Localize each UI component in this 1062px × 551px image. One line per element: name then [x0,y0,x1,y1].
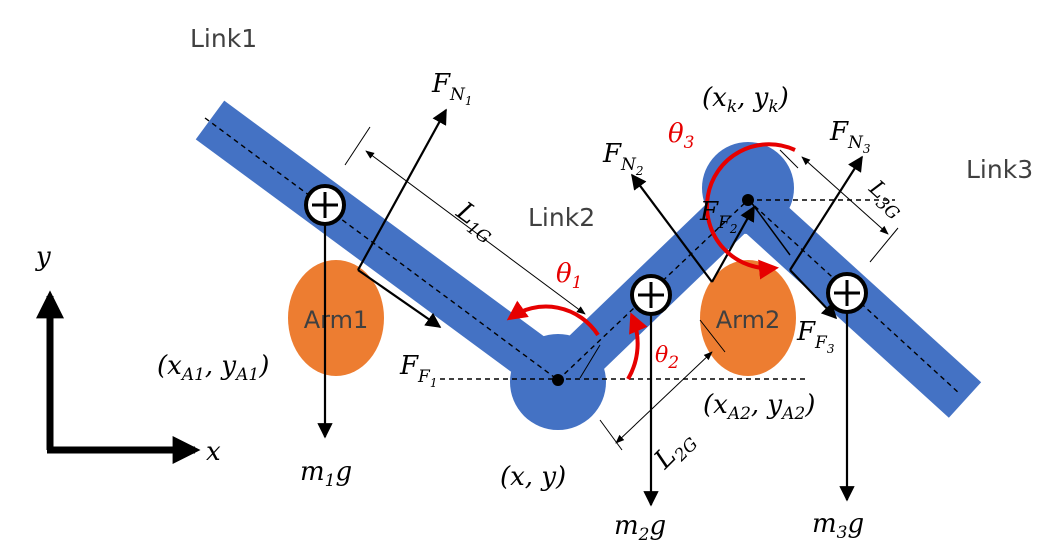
theta3-arc [705,142,796,280]
theta1-label: θ1 [556,259,582,293]
arm1-point-label: (xA1, yA1) [157,351,269,385]
arm2-point-label: (xA2, yA2) [703,390,815,424]
fn2-label: FN2 [602,139,644,178]
l3g-dimension [801,156,889,235]
fn1-label: FN1 [431,69,473,108]
force-vectors [317,108,863,507]
link3-label: Link3 [966,155,1033,184]
m3g-label: m3g [812,509,864,543]
theta1-arc [506,300,600,337]
m1g-label: m1g [300,457,352,491]
ff3-label: FF3 [796,317,835,356]
fn1-arrow [357,108,447,271]
dot-icon [552,374,564,386]
l1g-label: L1G [448,196,503,249]
angle-arcs [506,142,796,381]
link2-label: Link2 [528,203,595,232]
tip-point-label: (xk, yk) [702,83,789,117]
link1-bar [195,100,575,398]
link1-centerline [204,117,559,381]
theta3-label: θ3 [668,119,694,153]
fn3-arrow [789,155,863,271]
fn3-label: FN3 [829,117,871,156]
l1g-dimension [365,150,586,315]
dimension-lines [344,126,899,451]
coordinate-axes [36,290,201,464]
link3-centerline [747,199,961,395]
l2g-label: L2G [648,424,702,478]
arm2-label: Arm2 [716,306,781,334]
ff3-arrow [789,269,838,320]
joint-point-label: (x, y) [500,462,566,492]
circle-cross-icon [630,274,672,316]
tip-to-arrow [747,197,791,256]
circle-cross-icon [304,184,346,226]
ff1-label: FF1 [399,351,437,390]
m2g-label: m2g [614,511,666,545]
arm1-body [288,260,384,376]
ff2-label: FF2 [699,197,737,236]
ff2-arrow [711,205,755,283]
fn2-arrow [631,173,713,283]
l2g-dimension [615,351,713,444]
y-axis-label: y [35,242,51,272]
link1-label: Link1 [190,24,257,53]
arm1-label: Arm1 [304,306,369,334]
dot-icon [742,194,754,206]
circle-cross-icon [826,272,868,314]
theta2-arc [626,312,648,381]
x-axis-label: x [206,437,221,467]
ff1-arrow [357,269,442,328]
theta2-label: θ2 [655,343,679,373]
arm2-body [700,260,796,376]
